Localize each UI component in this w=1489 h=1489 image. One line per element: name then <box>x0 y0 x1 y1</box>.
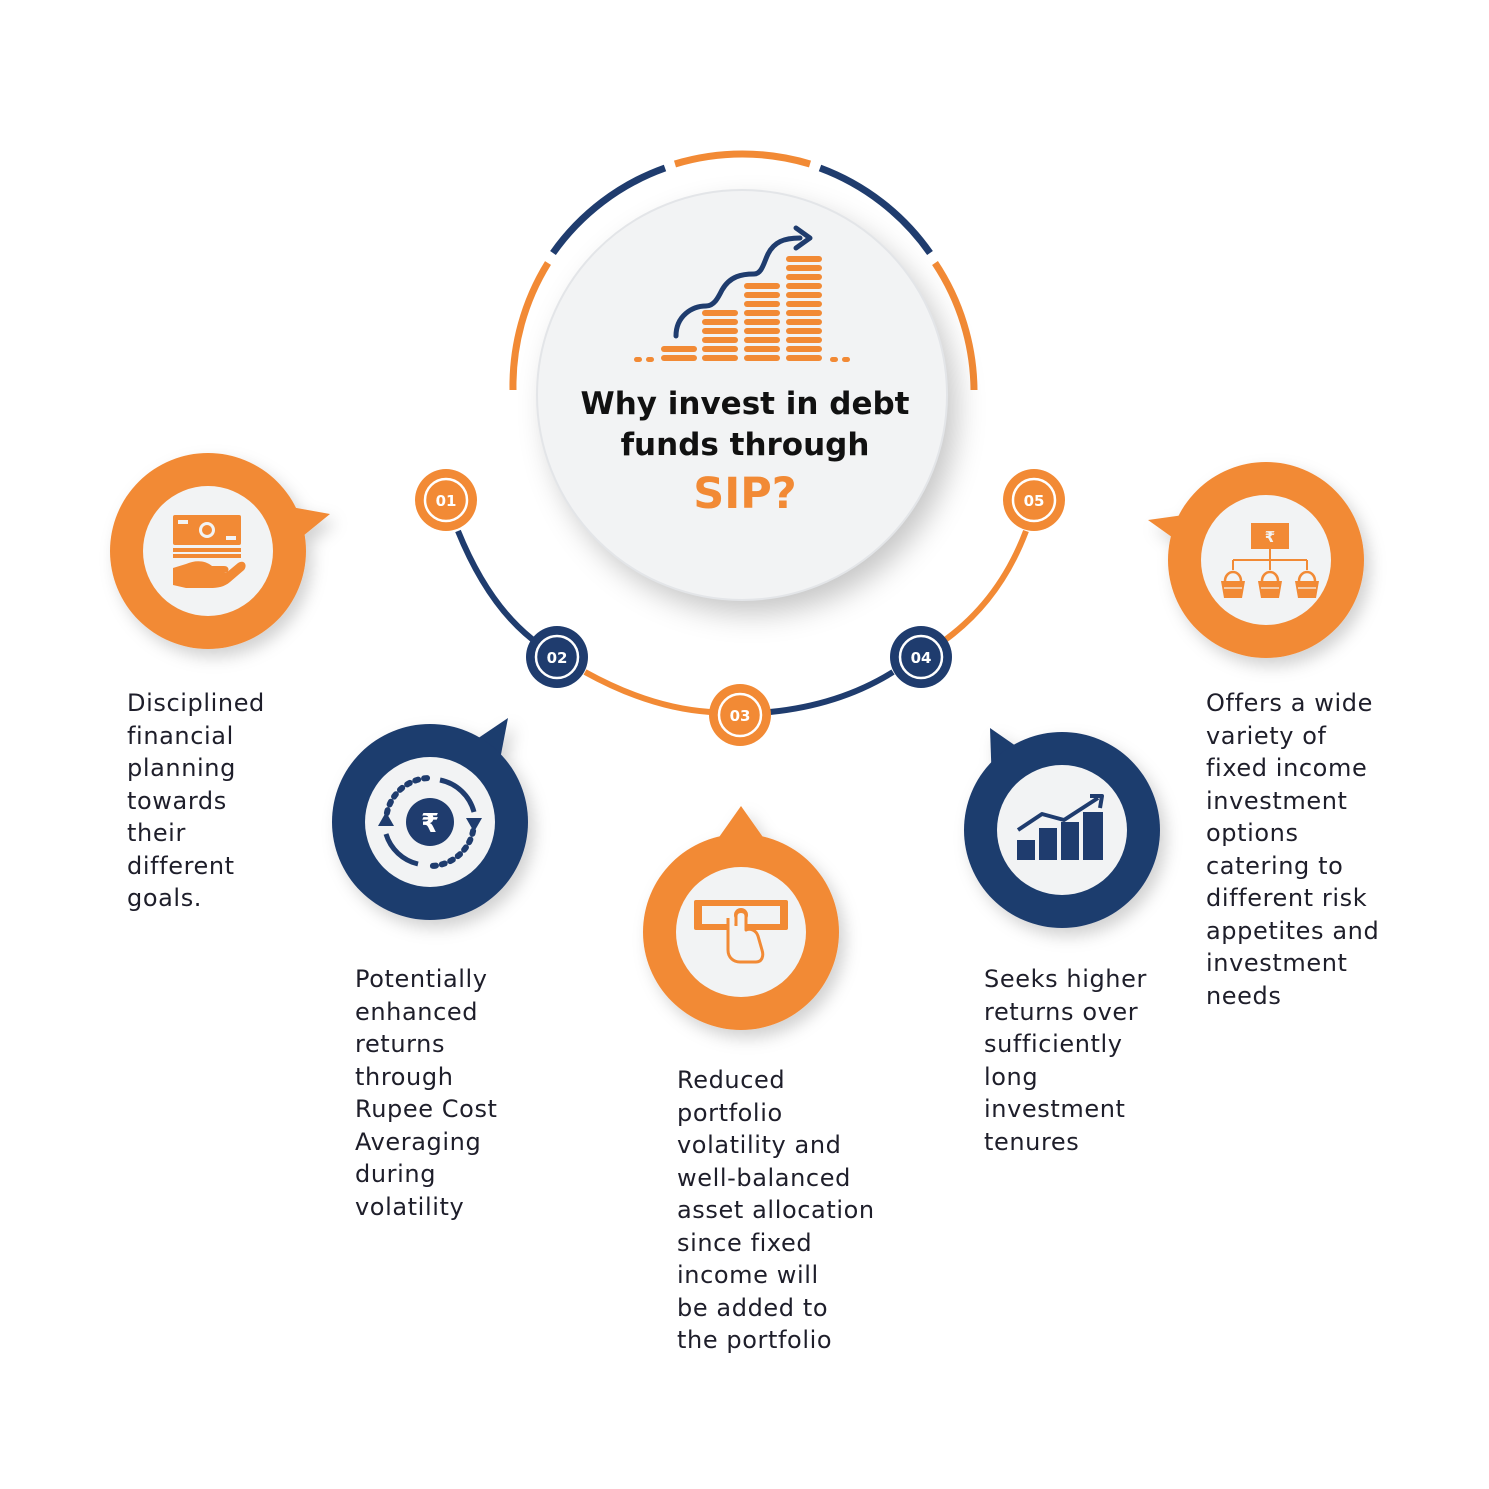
description-line: investment <box>984 1095 1126 1123</box>
growth-bar-chart-icon <box>1016 794 1104 860</box>
step-badge-01: 01 <box>415 469 477 531</box>
step-05-description: Offers a wide variety of fixed income inves… <box>1206 687 1406 1012</box>
step-number-03: 03 <box>730 707 751 725</box>
arc-04-05 <box>943 529 1029 643</box>
step-badge-02: 02 <box>526 626 588 688</box>
step-03-description: Reduced portfolio volatility and well-balan… <box>677 1064 902 1357</box>
coin-stack-growth-icon <box>634 225 850 362</box>
bubble-01 <box>110 453 330 649</box>
description-line: investment <box>1206 949 1348 977</box>
description-line: since fixed <box>677 1228 813 1257</box>
hand-with-banknote-icon <box>694 900 788 964</box>
description-line: catering to <box>1206 851 1344 880</box>
description-line: financial <box>127 721 234 750</box>
bubble-04 <box>964 728 1160 928</box>
description-line: variety of <box>1206 721 1327 750</box>
center-hub <box>536 189 948 601</box>
description-line: their <box>127 819 186 847</box>
step-number-05: 05 <box>1024 492 1045 510</box>
description-line: well-balanced <box>677 1163 851 1192</box>
description-line: Offers a wide <box>1206 689 1373 717</box>
step-badge-03: 03 <box>709 684 771 746</box>
step-number-02: 02 <box>547 649 568 667</box>
description-line: fixed income <box>1206 754 1368 782</box>
rupee-cycle-icon: ₹ <box>378 775 482 869</box>
step-number-04: 04 <box>911 649 932 667</box>
bubble-05: ₹ <box>1148 462 1364 658</box>
description-line: the portfolio <box>677 1326 833 1354</box>
title-accent: SIP? <box>693 469 797 519</box>
main-title: Why invest in debt funds through SIP? <box>540 384 950 522</box>
description-line: long <box>984 1062 1039 1091</box>
step-number-01: 01 <box>436 492 457 510</box>
bubble-02: ₹ <box>332 718 528 920</box>
arc-segment-right-orange <box>932 261 978 391</box>
arc-segment-right-navy <box>818 164 933 256</box>
description-line: portfolio <box>677 1098 783 1127</box>
svg-text:₹: ₹ <box>1265 528 1275 546</box>
bubble-03 <box>643 806 839 1030</box>
arc-01-02 <box>455 529 542 648</box>
description-line: different risk <box>1206 884 1368 912</box>
description-line: options <box>1206 819 1299 847</box>
description-line: enhanced <box>355 997 479 1026</box>
arc-segment-left-navy <box>550 164 667 256</box>
diversified-baskets-icon: ₹ <box>1221 523 1319 598</box>
description-line: through <box>355 1062 454 1091</box>
description-line: different <box>127 851 235 880</box>
top-arc <box>509 150 978 391</box>
arc-02-03 <box>583 669 711 715</box>
description-line: income will <box>677 1261 819 1289</box>
description-line: appetites and <box>1206 916 1380 945</box>
description-line: Averaging <box>355 1127 482 1156</box>
title-line-1: Why invest in debt <box>580 386 910 422</box>
description-line: be added to <box>677 1293 829 1322</box>
title-line-2: funds through <box>620 427 870 463</box>
arc-segment-top-orange <box>673 150 812 168</box>
cash-in-hand-icon <box>173 515 246 588</box>
description-line: towards <box>127 786 227 815</box>
description-line: Potentially <box>355 965 488 993</box>
bottom-arc <box>455 529 1029 715</box>
description-line: investment <box>1206 786 1348 815</box>
step-01-description: Disciplined financial planning towards their… <box>127 687 297 915</box>
description-line: planning <box>127 754 236 782</box>
description-line: returns over <box>984 997 1139 1026</box>
description-line: tenures <box>984 1127 1080 1156</box>
description-line: needs <box>1206 981 1282 1010</box>
step-04-description: Seeks higher returns over sufficiently long… <box>984 963 1169 1158</box>
description-line: Disciplined <box>127 689 265 717</box>
description-line: sufficiently <box>984 1030 1123 1058</box>
description-line: asset allocation <box>677 1196 875 1224</box>
description-line: returns <box>355 1030 446 1058</box>
step-badge-04: 04 <box>890 626 952 688</box>
description-line: Rupee Cost <box>355 1095 498 1123</box>
arc-03-04 <box>769 669 895 715</box>
description-line: during <box>355 1160 437 1188</box>
description-line: Seeks higher <box>984 965 1147 993</box>
description-line: goals. <box>127 884 203 912</box>
description-line: volatility <box>355 1192 465 1221</box>
description-line: volatility and <box>677 1131 842 1159</box>
svg-text:₹: ₹ <box>421 809 439 839</box>
description-line: Reduced <box>677 1066 786 1094</box>
arc-segment-left-orange <box>509 261 551 391</box>
step-badge-05: 05 <box>1003 469 1065 531</box>
